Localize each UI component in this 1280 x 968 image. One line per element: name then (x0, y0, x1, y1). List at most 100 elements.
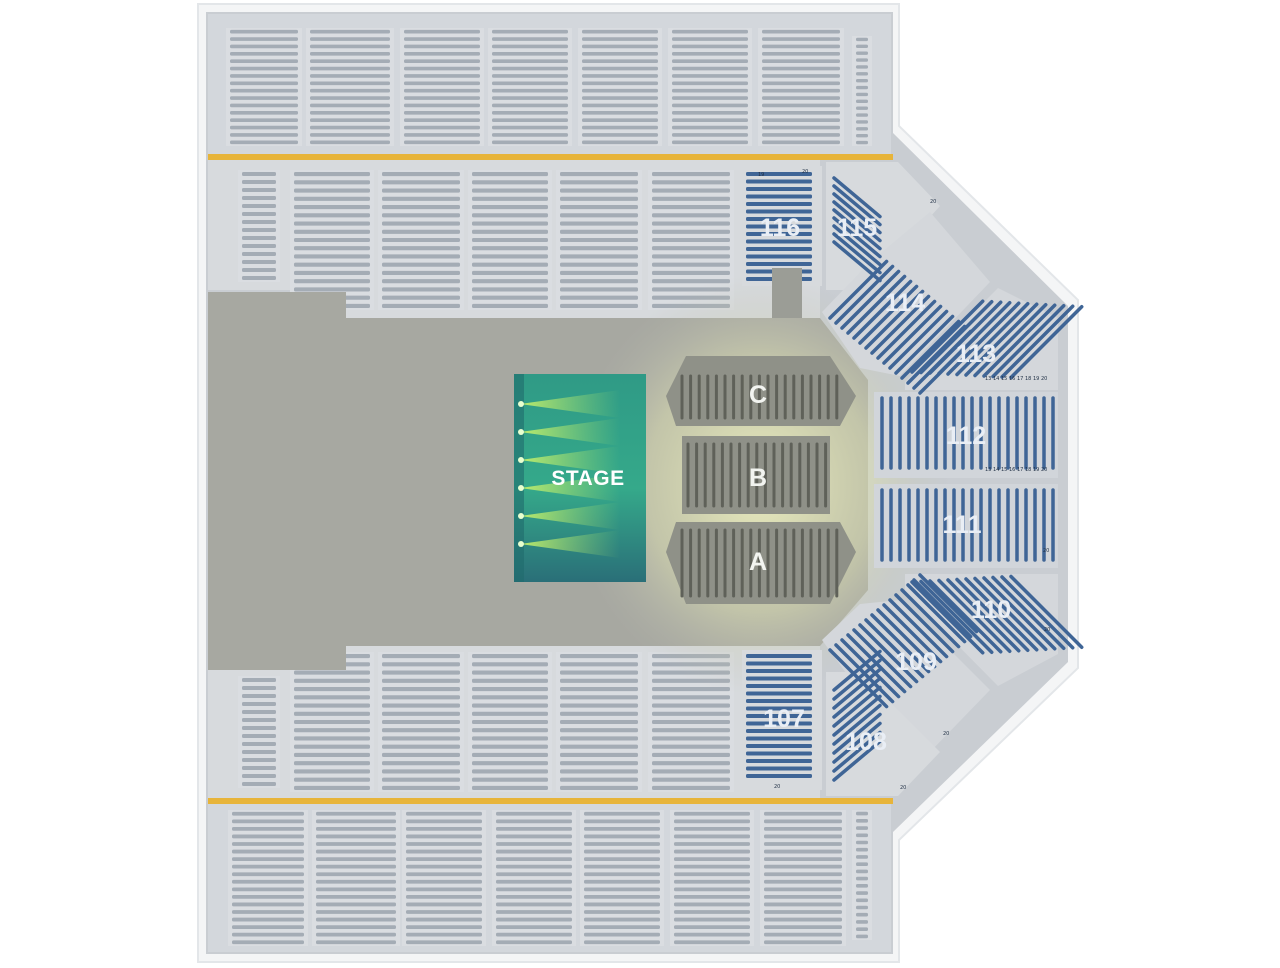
seat-row (674, 925, 750, 929)
section-107[interactable] (742, 650, 822, 790)
seat-row (582, 103, 658, 108)
seat-row (674, 872, 750, 877)
stage-light-beam (520, 418, 620, 446)
seat-row (746, 669, 812, 673)
seat-row (230, 125, 298, 130)
seat-row (584, 902, 660, 907)
section-111-area[interactable] (874, 484, 1058, 568)
section-108-label: 108 (845, 728, 887, 756)
seat-row (864, 289, 925, 350)
stage-light (518, 401, 524, 407)
seat-row (560, 180, 638, 185)
seat-row (406, 902, 482, 907)
seat-row (900, 319, 961, 380)
seat-row (973, 303, 1048, 378)
seat-row (492, 81, 568, 86)
seat-row (294, 270, 370, 275)
seat-row (762, 118, 840, 123)
seat-row (876, 608, 937, 669)
lower-south-block (468, 652, 552, 792)
seat-row (472, 687, 548, 692)
seat-row (404, 44, 480, 49)
section-115-label: 115 (837, 214, 877, 242)
seat-row (584, 819, 660, 824)
seat-row (232, 857, 304, 861)
seat-row (746, 217, 812, 221)
seat-row (472, 785, 548, 790)
seat-row (406, 819, 482, 824)
seat-row (404, 110, 480, 115)
seat-row (406, 895, 482, 899)
seat-row (560, 719, 638, 725)
seat-row (382, 254, 460, 259)
seat-row (310, 44, 390, 49)
seat-row (310, 51, 390, 56)
seat-row (652, 752, 730, 757)
seat-row (242, 236, 276, 240)
seat-row (232, 887, 304, 892)
seat-row (856, 78, 868, 83)
seat-row (584, 887, 660, 892)
seat-row (560, 752, 638, 757)
seat-row (852, 628, 913, 689)
section-112-area[interactable] (874, 392, 1058, 478)
seat-row (746, 179, 812, 184)
seat-row (232, 940, 304, 945)
seat-row (584, 834, 660, 839)
stage-light-beam (520, 530, 620, 558)
seat-row (560, 761, 638, 766)
seat-row (472, 744, 548, 749)
seat-row (230, 44, 298, 49)
seat-row (652, 728, 730, 733)
seat-row (472, 703, 548, 708)
seat-row (584, 857, 660, 861)
seat-row (746, 254, 812, 259)
seat-row (560, 736, 638, 741)
seat-row (496, 887, 572, 892)
seat-row (652, 695, 730, 700)
floor-section-a[interactable] (666, 522, 856, 604)
seat-row (762, 96, 840, 100)
seat-row (382, 287, 460, 292)
seat-row (582, 59, 658, 64)
upper-north-aisle-block (852, 36, 872, 146)
seat-row (316, 917, 396, 922)
upper-north-block (226, 28, 302, 146)
seat-row (764, 932, 842, 937)
section-116[interactable] (742, 166, 822, 318)
row-number: 17 (1017, 467, 1023, 473)
row-number: 19 (758, 172, 764, 178)
seat-row (382, 670, 460, 675)
seat-row (746, 224, 812, 229)
seat-row (242, 276, 276, 280)
seat-row (856, 127, 868, 131)
seat-row (404, 51, 480, 56)
seat-row (560, 785, 638, 790)
row-number: 14 (993, 467, 999, 473)
seat-row (973, 576, 1048, 651)
seat-row (560, 221, 638, 226)
seat-row (894, 314, 955, 375)
seat-row (242, 726, 276, 730)
seat-row (230, 110, 298, 115)
seat-row (746, 262, 812, 266)
seat-row (856, 855, 868, 859)
seat-row (230, 74, 298, 78)
seat-row (674, 902, 750, 907)
seat-row (746, 661, 812, 666)
seat-row (472, 213, 548, 218)
floor-section-c[interactable] (666, 356, 856, 426)
section-114-area[interactable] (822, 212, 990, 376)
seat-row (652, 221, 730, 226)
seat-row (856, 85, 868, 90)
seat-row (294, 262, 370, 267)
seat-row (652, 711, 730, 716)
row-number: 16 (1009, 467, 1015, 473)
floor-section-b[interactable] (682, 436, 830, 514)
seat-row (232, 842, 304, 846)
seat-row (294, 205, 370, 210)
seat-row (652, 769, 730, 774)
seat-row (560, 196, 638, 201)
seat-row (762, 51, 840, 56)
